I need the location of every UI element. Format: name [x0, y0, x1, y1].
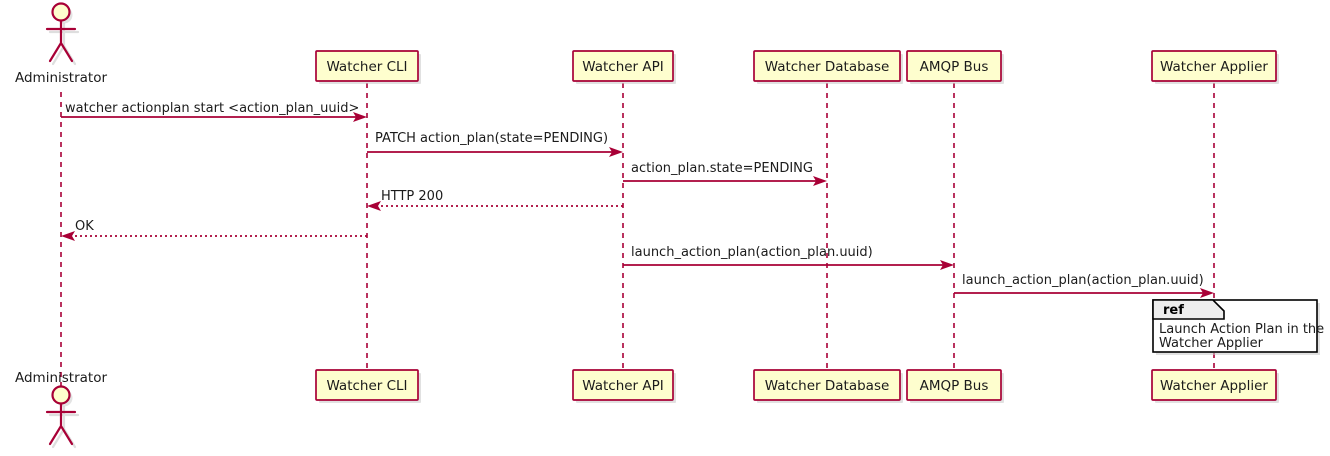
- actor-administrator-top: Administrator: [15, 2, 107, 86]
- participant-label-watcher-database-top: Watcher Database: [765, 59, 890, 75]
- participant-box-watcher-cli-bottom[interactable]: Watcher CLI: [315, 369, 421, 403]
- lifelines: [60, 83, 1215, 390]
- participant-rect-watcher-applier-bottom[interactable]: [1151, 369, 1277, 401]
- message-5[interactable]: OK: [61, 219, 367, 241]
- participant-rect-watcher-database-bottom[interactable]: [753, 369, 901, 401]
- participant-box-watcher-database-bottom[interactable]: Watcher Database: [753, 369, 903, 403]
- message-label-5: OK: [75, 219, 94, 234]
- message-3[interactable]: action_plan.state=PENDING: [623, 161, 827, 186]
- participant-label-watcher-applier-bottom: Watcher Applier: [1160, 378, 1268, 394]
- message-label-6: launch_action_plan(action_plan.uuid): [631, 245, 873, 260]
- ref-fragment-line-2: Watcher Applier: [1159, 336, 1264, 351]
- message-label-7: launch_action_plan(action_plan.uuid): [962, 273, 1204, 288]
- participant-box-watcher-database-top[interactable]: Watcher Database: [753, 50, 903, 84]
- participant-rect-amqp-bus-top[interactable]: [906, 50, 1002, 82]
- participant-rect-watcher-applier-top[interactable]: [1151, 50, 1277, 82]
- participant-box-watcher-cli-top[interactable]: Watcher CLI: [315, 50, 421, 84]
- participant-box-watcher-api-bottom[interactable]: Watcher API: [572, 369, 676, 403]
- participant-label-watcher-applier-top: Watcher Applier: [1160, 59, 1268, 75]
- participant-label-watcher-cli-bottom: Watcher CLI: [326, 378, 407, 394]
- participant-rect-watcher-api-top[interactable]: [572, 50, 674, 82]
- message-7[interactable]: launch_action_plan(action_plan.uuid): [954, 273, 1214, 298]
- message-label-3: action_plan.state=PENDING: [631, 161, 813, 176]
- participant-rect-watcher-api-bottom[interactable]: [572, 369, 674, 401]
- actor-body-icon-bottom: [45, 402, 77, 446]
- participant-label-watcher-api-bottom: Watcher API: [582, 378, 664, 394]
- participant-box-watcher-api-top[interactable]: Watcher API: [572, 50, 676, 84]
- participant-box-amqp-bus-top[interactable]: AMQP Bus: [906, 50, 1004, 84]
- actor-administrator-bottom: Administrator: [15, 370, 107, 449]
- participant-label-watcher-database-bottom: Watcher Database: [765, 378, 890, 394]
- ref-fragment-line-1: Launch Action Plan in the: [1159, 322, 1324, 337]
- message-arrowhead-5: [61, 231, 75, 241]
- participant-rect-amqp-bus-bottom[interactable]: [906, 369, 1002, 401]
- message-label-2: PATCH action_plan(state=PENDING): [375, 131, 608, 146]
- message-arrowhead-3: [813, 176, 827, 186]
- ref-fragment[interactable]: ref Launch Action Plan in the Watcher Ap…: [1152, 299, 1324, 355]
- participant-label-watcher-cli-top: Watcher CLI: [326, 59, 407, 75]
- message-arrowhead-6: [940, 260, 954, 270]
- participant-rect-watcher-database-top[interactable]: [753, 50, 901, 82]
- message-6[interactable]: launch_action_plan(action_plan.uuid): [623, 245, 954, 270]
- participant-box-amqp-bus-bottom[interactable]: AMQP Bus: [906, 369, 1004, 403]
- participant-box-watcher-applier-top[interactable]: Watcher Applier: [1151, 50, 1279, 84]
- actor-head-icon-bottom: [51, 385, 71, 405]
- message-2[interactable]: PATCH action_plan(state=PENDING): [367, 131, 623, 157]
- participant-label-watcher-api-top: Watcher API: [582, 59, 664, 75]
- message-label-1: watcher actionplan start <action_plan_uu…: [65, 101, 359, 116]
- participant-box-watcher-applier-bottom[interactable]: Watcher Applier: [1151, 369, 1279, 403]
- actor-label-bottom: Administrator: [15, 370, 107, 386]
- participant-rect-watcher-cli-top[interactable]: [315, 50, 419, 82]
- message-arrowhead-4: [367, 201, 381, 211]
- actor-label-top: Administrator: [15, 70, 107, 86]
- actor-body-icon: [45, 19, 77, 63]
- message-1[interactable]: watcher actionplan start <action_plan_uu…: [61, 101, 367, 122]
- ref-fragment-tab-label: ref: [1163, 303, 1184, 318]
- ref-fragment-tab: [1152, 299, 1225, 320]
- message-arrowhead-7: [1200, 288, 1214, 298]
- participant-label-amqp-bus-top: AMQP Bus: [920, 59, 989, 75]
- participant-rect-watcher-cli-bottom[interactable]: [315, 369, 419, 401]
- message-arrowhead-1: [353, 112, 367, 122]
- message-arrowhead-2: [609, 147, 623, 157]
- participant-label-amqp-bus-bottom: AMQP Bus: [920, 378, 989, 394]
- message-label-4: HTTP 200: [381, 189, 443, 204]
- actor-head-icon: [51, 2, 71, 22]
- message-4[interactable]: HTTP 200: [367, 189, 623, 211]
